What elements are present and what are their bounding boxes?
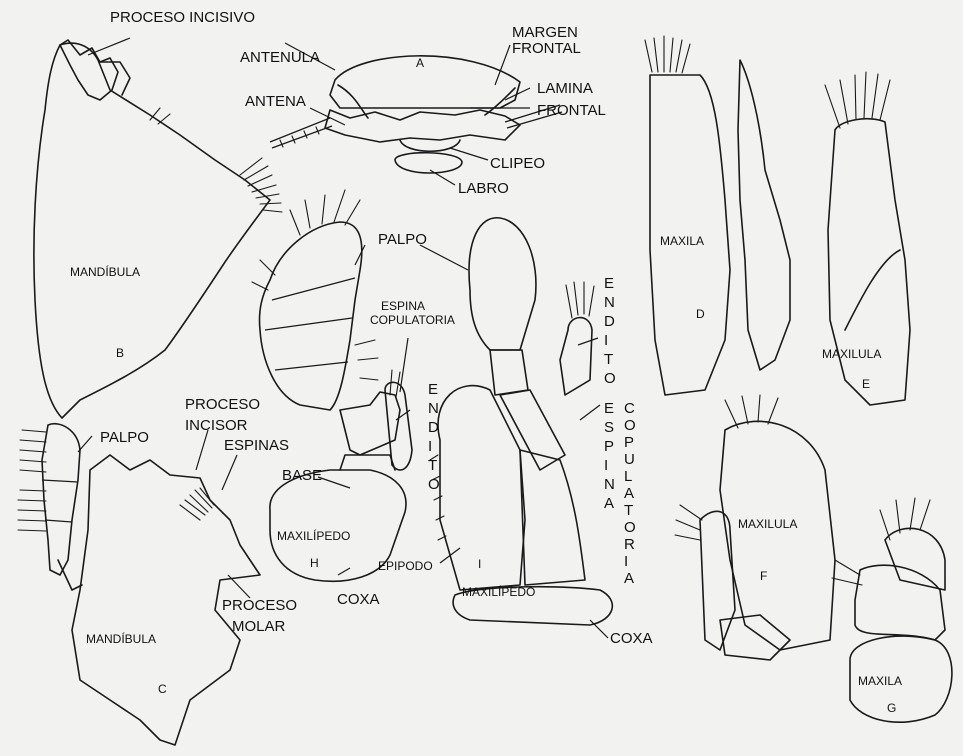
- panel-label-b: B: [116, 346, 124, 360]
- label-maxilipedo-i: MAXILÍPEDO: [462, 584, 535, 599]
- panel-label-i: I: [478, 557, 481, 571]
- label-espina-copulatoria-h-2: COPULATORIA: [370, 313, 455, 327]
- label-base: BASE: [282, 467, 322, 484]
- label-mandibula-c: MANDÍBULA: [86, 631, 156, 646]
- label-maxilipedo-h: MAXILÍPEDO: [277, 528, 350, 543]
- panel-i-maxilliped-drawing: [430, 218, 612, 625]
- label-maxilula-e: MAXILULA: [822, 347, 881, 361]
- label-maxilula-f: MAXILULA: [738, 517, 797, 531]
- panel-label-a: A: [416, 56, 424, 70]
- label-palpo-c: PALPO: [100, 429, 149, 446]
- panel-d-maxilla-drawing: [645, 36, 790, 395]
- panel-label-d: D: [696, 307, 705, 321]
- label-clipeo: CLIPEO: [490, 155, 545, 172]
- label-coxa-i: COXA: [610, 630, 653, 647]
- label-epipodo: EPIPODO: [378, 559, 433, 573]
- label-proceso-molar-2: MOLAR: [232, 618, 286, 635]
- label-maxila-d: MAXILA: [660, 234, 704, 248]
- label-proceso-incisor-1: PROCESO: [185, 396, 260, 413]
- label-palpo-top: PALPO: [378, 231, 427, 248]
- panel-c-mandible-drawing: [18, 424, 260, 745]
- label-lamina: LAMINA: [537, 80, 593, 97]
- panel-h-maxilliped-drawing: [252, 190, 412, 581]
- label-proceso-incisivo: PROCESO INCISIVO: [110, 9, 255, 26]
- panel-label-e: E: [862, 377, 870, 391]
- label-antena: ANTENA: [245, 93, 306, 110]
- panel-label-g: G: [887, 701, 896, 715]
- label-espina-copulatoria-h-1: ESPINA: [381, 299, 425, 313]
- label-mandibula-b: MANDÍBULA: [70, 264, 140, 279]
- panel-label-f: F: [760, 569, 767, 583]
- panel-label-c: C: [158, 682, 167, 696]
- label-lamina-frontal: FRONTAL: [537, 102, 606, 119]
- leader-lines: [78, 38, 608, 638]
- label-coxa-h: COXA: [337, 591, 380, 608]
- label-labro: LABRO: [458, 180, 509, 197]
- label-proceso-molar-1: PROCESO: [222, 597, 297, 614]
- panel-label-h: H: [310, 556, 319, 570]
- label-proceso-incisor-2: INCISOR: [185, 417, 248, 434]
- label-maxila-g: MAXILA: [858, 674, 902, 688]
- label-antenula: ANTENULA: [240, 49, 320, 66]
- panel-g-maxilla-drawing: [832, 498, 952, 722]
- label-margen: MARGEN: [512, 24, 578, 41]
- label-margen-frontal: FRONTAL: [512, 40, 581, 57]
- label-espinas: ESPINAS: [224, 437, 289, 454]
